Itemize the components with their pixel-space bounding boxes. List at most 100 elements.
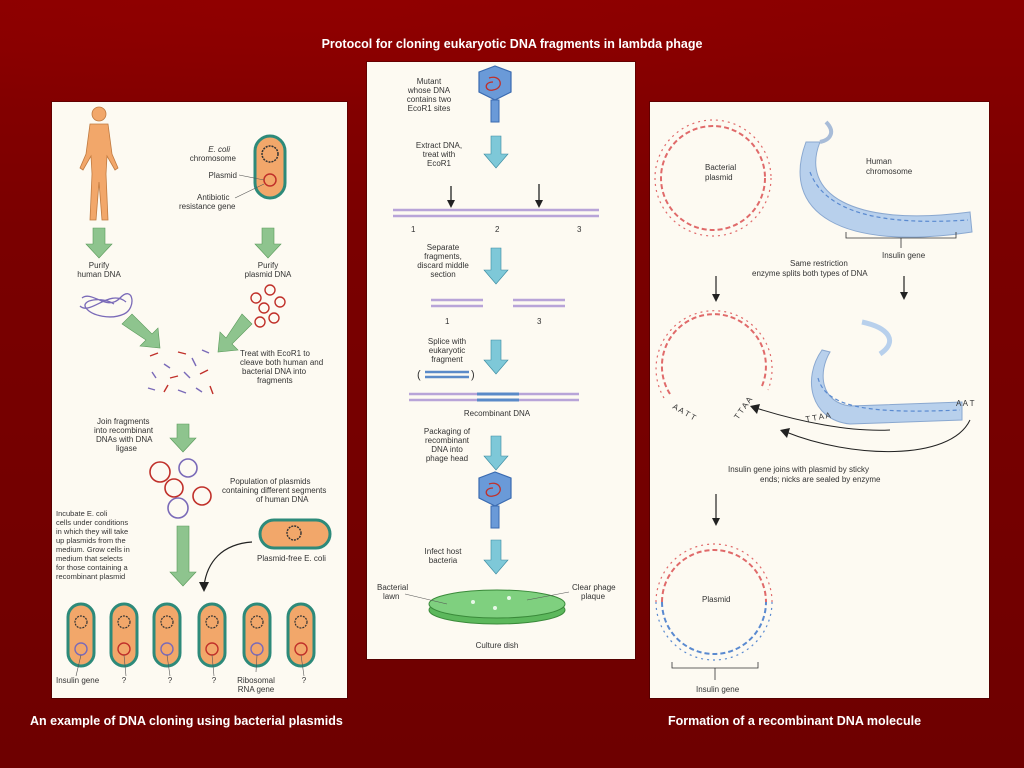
- bacterial-plasmid-label-1: Bacterial: [705, 163, 736, 172]
- purify-plasmid-2: plasmid DNA: [245, 270, 292, 279]
- segment-2: 2: [495, 225, 500, 234]
- unknown-gene-3: ?: [212, 676, 217, 685]
- mid-flow-arrows: [483, 135, 509, 575]
- infect-2: bacteria: [429, 556, 458, 565]
- segment-1: 1: [411, 225, 416, 234]
- packaging-4: phage head: [426, 454, 468, 463]
- splice-1: Splice with: [428, 337, 466, 346]
- mutant-4: EcoR1 sites: [408, 104, 451, 113]
- treat-2: cleave both human and: [240, 358, 323, 367]
- chromosome-label: chromosome: [190, 154, 237, 163]
- separate-1: Separate: [427, 243, 460, 252]
- lawn-2: lawn: [383, 592, 399, 601]
- recombinant-formation-panel: Bacterial plasmid Human chromosome Insul…: [650, 102, 989, 698]
- svg-text:in which they will take: in which they will take: [56, 527, 128, 536]
- flow-arrows: [85, 227, 282, 587]
- joins-1: Insulin gene joins with plasmid by stick…: [728, 465, 869, 474]
- mutant-3: contains two: [407, 95, 452, 104]
- recombinant-plasmids-icon: [149, 458, 212, 519]
- dna-fragments-icon: [147, 349, 214, 395]
- extract-3: EcoR1: [427, 159, 452, 168]
- human-chromosome-label-1: Human: [866, 157, 892, 166]
- insulin-gene-top-label: Insulin gene: [882, 251, 926, 260]
- plaque-1: Clear phage: [572, 583, 616, 592]
- svg-text:recombinant plasmid: recombinant plasmid: [56, 572, 125, 581]
- fragment-1: 1: [445, 317, 450, 326]
- lambda-phage-panel: Mutant whose DNA contains two EcoR1 site…: [367, 62, 635, 659]
- insulin-gene-label: Insulin gene: [56, 676, 100, 685]
- packaging-3: DNA into: [431, 445, 463, 454]
- extract-2: treat with: [423, 150, 455, 159]
- antibiotic-label-2: resistance gene: [179, 202, 236, 211]
- ribosomal-label-2: RNA gene: [238, 685, 275, 694]
- sticky-end-mid: T T A A: [732, 395, 754, 421]
- treat-3: bacterial DNA into: [242, 367, 307, 376]
- recombinant-plasmid-icon: [655, 543, 773, 661]
- ecoli-cell-icon: [253, 134, 287, 200]
- unknown-gene-4: ?: [302, 676, 307, 685]
- plasmid-label: Plasmid: [702, 595, 730, 604]
- recombinant-label: Recombinant DNA: [464, 409, 531, 418]
- ribosomal-label-1: Ribosomal: [237, 676, 275, 685]
- culture-dish-icon: [428, 589, 566, 625]
- svg-text:for those containing a: for those containing a: [56, 563, 129, 572]
- purify-human-2: human DNA: [77, 270, 121, 279]
- packaging-2: recombinant: [425, 436, 470, 445]
- joins-2: ends; nicks are sealed by enzyme: [760, 475, 881, 484]
- separate-4: section: [430, 270, 455, 279]
- bacterial-plasmid-label-2: plasmid: [705, 173, 733, 182]
- culture-dish-label: Culture dish: [476, 641, 519, 650]
- caption-plasmid-cloning: An example of DNA cloning using bacteria…: [30, 714, 343, 728]
- bracket-right: ): [471, 369, 475, 381]
- population-1: Population of plasmids: [230, 477, 311, 486]
- plasmid-label: Plasmid: [209, 171, 237, 180]
- unknown-gene-2: ?: [168, 676, 173, 685]
- ecoli-label: E. coli: [208, 145, 230, 154]
- join-1: Join fragments: [97, 417, 149, 426]
- splice-3: fragment: [431, 355, 463, 364]
- human-chromosome-label-2: chromosome: [866, 167, 913, 176]
- unknown-gene-1: ?: [122, 676, 127, 685]
- sticky-end-left: A A T T: [671, 402, 698, 423]
- population-2: containing different segments: [222, 486, 326, 495]
- purify-human-1: Purify: [89, 261, 109, 270]
- sticky-end-chrom-right: A A T: [956, 399, 975, 408]
- antibiotic-label-1: Antibiotic: [197, 193, 229, 202]
- extract-1: Extract DNA,: [416, 141, 462, 150]
- packaged-phage-icon: [478, 471, 512, 529]
- plasmid-circles-icon: [250, 284, 286, 328]
- infect-1: Infect host: [425, 547, 463, 556]
- cut-plasmid-icon: [655, 310, 773, 399]
- svg-text:cells under conditions: cells under conditions: [56, 518, 128, 527]
- caption-recombinant-formation: Formation of a recombinant DNA molecule: [668, 714, 922, 728]
- same-restriction-2: enzyme splits both types of DNA: [752, 269, 868, 278]
- human-chromosome-icon: [799, 120, 973, 238]
- bracket-left: (: [417, 369, 421, 381]
- segment-3: 3: [577, 225, 582, 234]
- svg-text:medium. Grow cells in: medium. Grow cells in: [56, 545, 130, 554]
- svg-text:up plasmids from the: up plasmids from the: [56, 536, 126, 545]
- splice-2: eukaryotic: [429, 346, 465, 355]
- sticky-end-chrom-left: T T A A: [805, 411, 832, 424]
- join-2: into recombinant: [94, 426, 154, 435]
- svg-text:Incubate E. coli: Incubate E. coli: [56, 509, 108, 518]
- insulin-gene-bottom-label: Insulin gene: [696, 685, 740, 694]
- plasmid-free-label: Plasmid-free E. coli: [257, 554, 326, 563]
- transformed-cells-row: [66, 602, 316, 668]
- fragment-3: 3: [537, 317, 542, 326]
- mutant-1: Mutant: [417, 77, 442, 86]
- purify-plasmid-1: Purify: [258, 261, 278, 270]
- same-restriction-1: Same restriction: [790, 259, 848, 268]
- plaque-2: plaque: [581, 592, 606, 601]
- incubate-text: Incubate E. coli cells under conditions …: [56, 509, 130, 581]
- slide-title: Protocol for cloning eukaryotic DNA frag…: [321, 37, 703, 51]
- svg-text:medium that selects: medium that selects: [56, 554, 123, 563]
- join-3: DNAs with DNA: [96, 435, 153, 444]
- human-dna-icon: [79, 293, 133, 318]
- plasmid-free-ecoli-icon: [258, 518, 332, 550]
- join-4: ligase: [116, 444, 137, 453]
- human-figure-icon: [79, 106, 119, 221]
- population-3: of human DNA: [256, 495, 309, 504]
- mutant-2: whose DNA: [407, 86, 451, 95]
- lambda-phage-icon: [478, 65, 512, 123]
